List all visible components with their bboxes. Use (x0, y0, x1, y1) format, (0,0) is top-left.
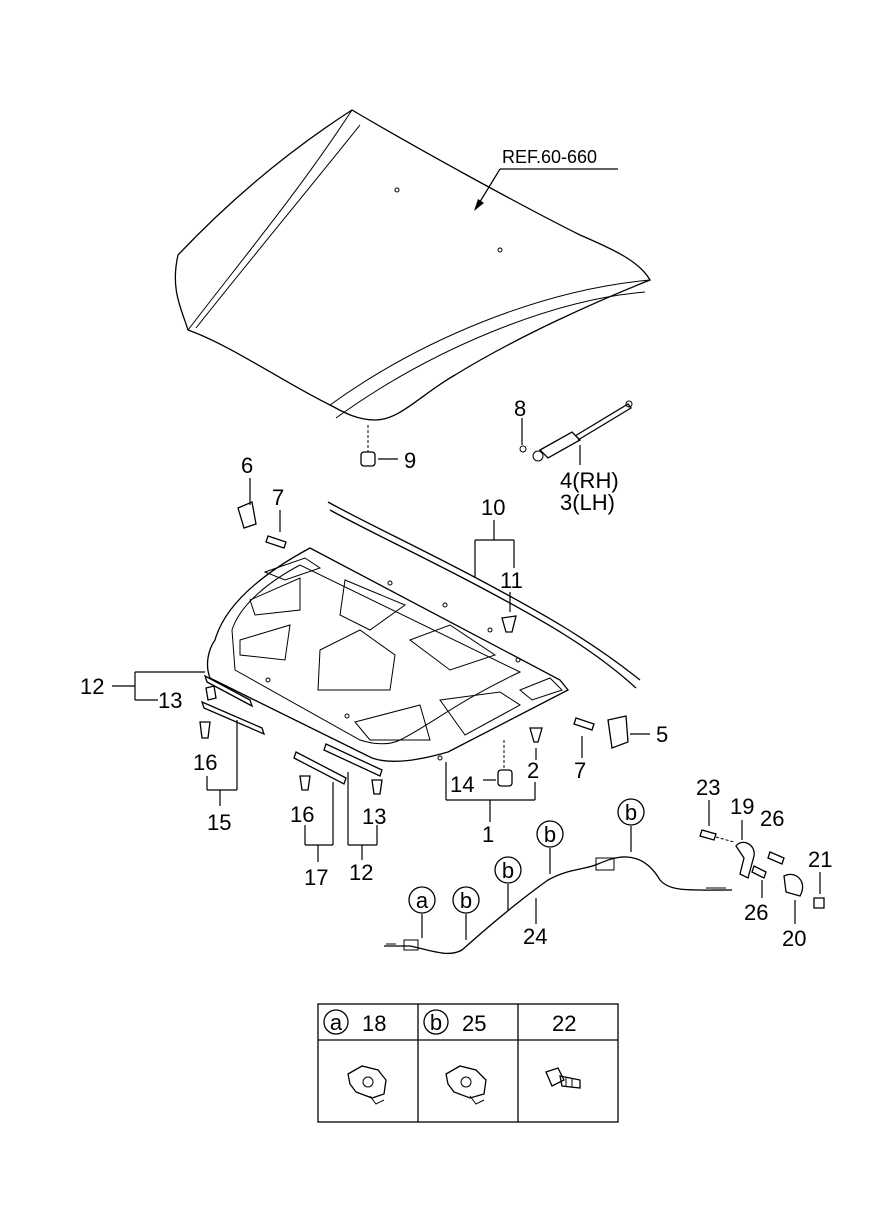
callout-24: 24 (523, 924, 547, 949)
callout-12: 12 (349, 860, 373, 885)
callout-15: 15 (207, 810, 231, 835)
legend-table: a 18 b 25 22 (317, 1003, 619, 1123)
callout-7: 7 (272, 485, 284, 510)
marker-letter: b (502, 858, 514, 883)
callout-21: 21 (808, 847, 832, 872)
callout-16: 16 (193, 750, 217, 775)
legend-cell-a: a 18 (323, 1009, 387, 1105)
legend-cell-b: b 25 (423, 1009, 487, 1105)
marker-letter: b (544, 822, 556, 847)
legend-letter: a (330, 1010, 343, 1035)
legend-letter: b (430, 1010, 442, 1035)
hood-lift-strut (519, 400, 633, 465)
callout-5: 5 (656, 722, 668, 747)
callout-3: 3(LH) (560, 490, 615, 515)
hood-panel (174, 109, 651, 421)
legend-cell-22: 22 (545, 1011, 581, 1089)
insulator-clips (445, 727, 543, 822)
callout-4: 4(RH) (560, 468, 619, 493)
reference-callout: REF.60-660 (474, 147, 618, 211)
callout-8: 8 (514, 396, 526, 421)
part-callouts: 8 9 4(RH) 3(LH) 6 7 10 11 12 13 5 16 15 … (80, 396, 832, 951)
hood-latch-assembly (699, 800, 825, 924)
callout-13: 13 (362, 804, 386, 829)
marker-letter: a (416, 888, 429, 913)
callout-2: 2 (527, 758, 539, 783)
callout-20: 20 (782, 926, 806, 951)
marker-letter: b (460, 888, 472, 913)
hood-hinge-rh (573, 715, 650, 758)
callout-10: 10 (481, 495, 505, 520)
callout-11: 11 (500, 568, 523, 593)
callout-13: 13 (158, 688, 182, 713)
callout-14: 14 (450, 772, 474, 797)
hood-weatherstrip (327, 501, 641, 689)
callout-1: 1 (482, 822, 494, 847)
hood-insulator (206, 547, 570, 762)
ref-label: REF.60-660 (502, 147, 597, 167)
callout-23: 23 (696, 775, 720, 800)
marker-letter: b (625, 800, 637, 825)
hood-bumper (360, 425, 398, 467)
left-side-seals (112, 671, 266, 806)
callout-26: 26 (760, 806, 784, 831)
callout-6: 6 (241, 453, 253, 478)
clip-25-icon (445, 1065, 487, 1105)
hood-release-cable (384, 856, 733, 954)
hood-hinge-lh (237, 478, 287, 549)
callout-16: 16 (290, 802, 314, 827)
callout-26: 26 (744, 900, 768, 925)
callout-17: 17 (304, 865, 328, 890)
circle-marker-b: b (617, 798, 645, 826)
legend-part-number: 22 (552, 1011, 576, 1036)
circle-marker-b: b (494, 856, 522, 884)
legend-part-number: 18 (362, 1011, 386, 1036)
circle-marker-b: b (452, 886, 480, 914)
legend-part-number: 25 (462, 1011, 486, 1036)
callout-12: 12 (80, 674, 104, 699)
center-side-seals (293, 743, 383, 862)
callout-19: 19 (730, 794, 754, 819)
circle-marker-b: b (536, 820, 564, 848)
clip-18-icon (347, 1065, 387, 1105)
callout-9: 9 (404, 448, 416, 473)
callout-7: 7 (574, 758, 586, 783)
circle-marker-a: a (408, 886, 436, 914)
bolt-22-icon (545, 1067, 581, 1089)
marker-leaders (421, 826, 632, 940)
